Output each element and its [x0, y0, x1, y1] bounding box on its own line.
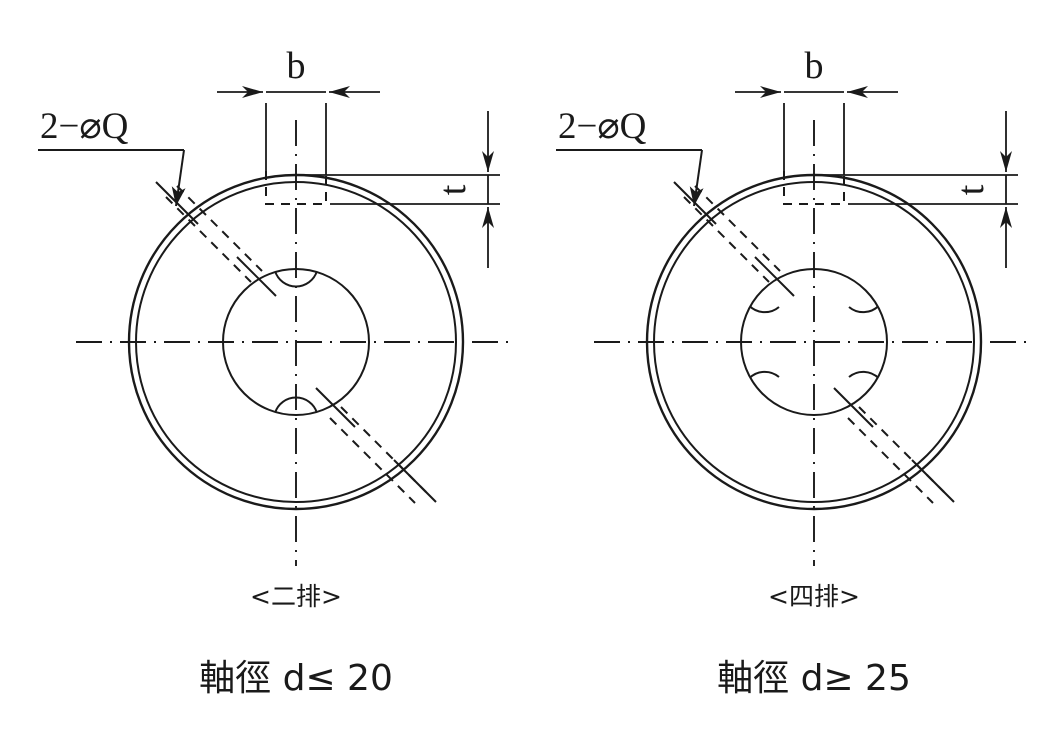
dimension-b-label-left: b — [287, 45, 306, 87]
dimension-t-label-right: t — [950, 184, 992, 195]
tapped-hole-lower-left — [315, 387, 437, 504]
row-note-right: <四排> — [768, 582, 860, 611]
callout-tapped-hole-right: 2−⌀Q — [556, 106, 704, 207]
bore-circle-left — [222, 268, 370, 416]
hub-chamfer-circle-left — [135, 181, 457, 503]
callout-tapped-hole-left: 2−⌀Q — [38, 106, 186, 207]
callout-text-right: 2−⌀Q — [558, 106, 647, 147]
caption-right: 軸徑 d≥ 25 — [717, 658, 911, 699]
dimension-t-left: t — [296, 111, 500, 268]
dimension-b-right: b — [735, 45, 898, 175]
keyway-right — [783, 171, 845, 205]
bore-circle-right — [740, 268, 888, 416]
dimension-b-label-right: b — [805, 45, 824, 87]
figure-left: b t 2−⌀Q <二排> 軸徑 d≤ 20 — [38, 45, 516, 699]
tapped-hole-lower-right — [833, 387, 955, 504]
dimension-t-right: t — [814, 111, 1018, 268]
hub-chamfer-circle-right — [653, 181, 975, 503]
dimension-b-left: b — [217, 45, 380, 175]
dimension-t-label-left: t — [432, 184, 474, 195]
figure-right: b t 2−⌀Q <四排> 軸徑 d≥ 25 — [556, 45, 1034, 699]
row-note-left: <二排> — [250, 582, 342, 611]
bore-row-arcs-left — [274, 270, 318, 414]
callout-text-left: 2−⌀Q — [40, 106, 129, 147]
caption-left: 軸徑 d≤ 20 — [199, 658, 393, 699]
keyway-left — [265, 171, 327, 205]
